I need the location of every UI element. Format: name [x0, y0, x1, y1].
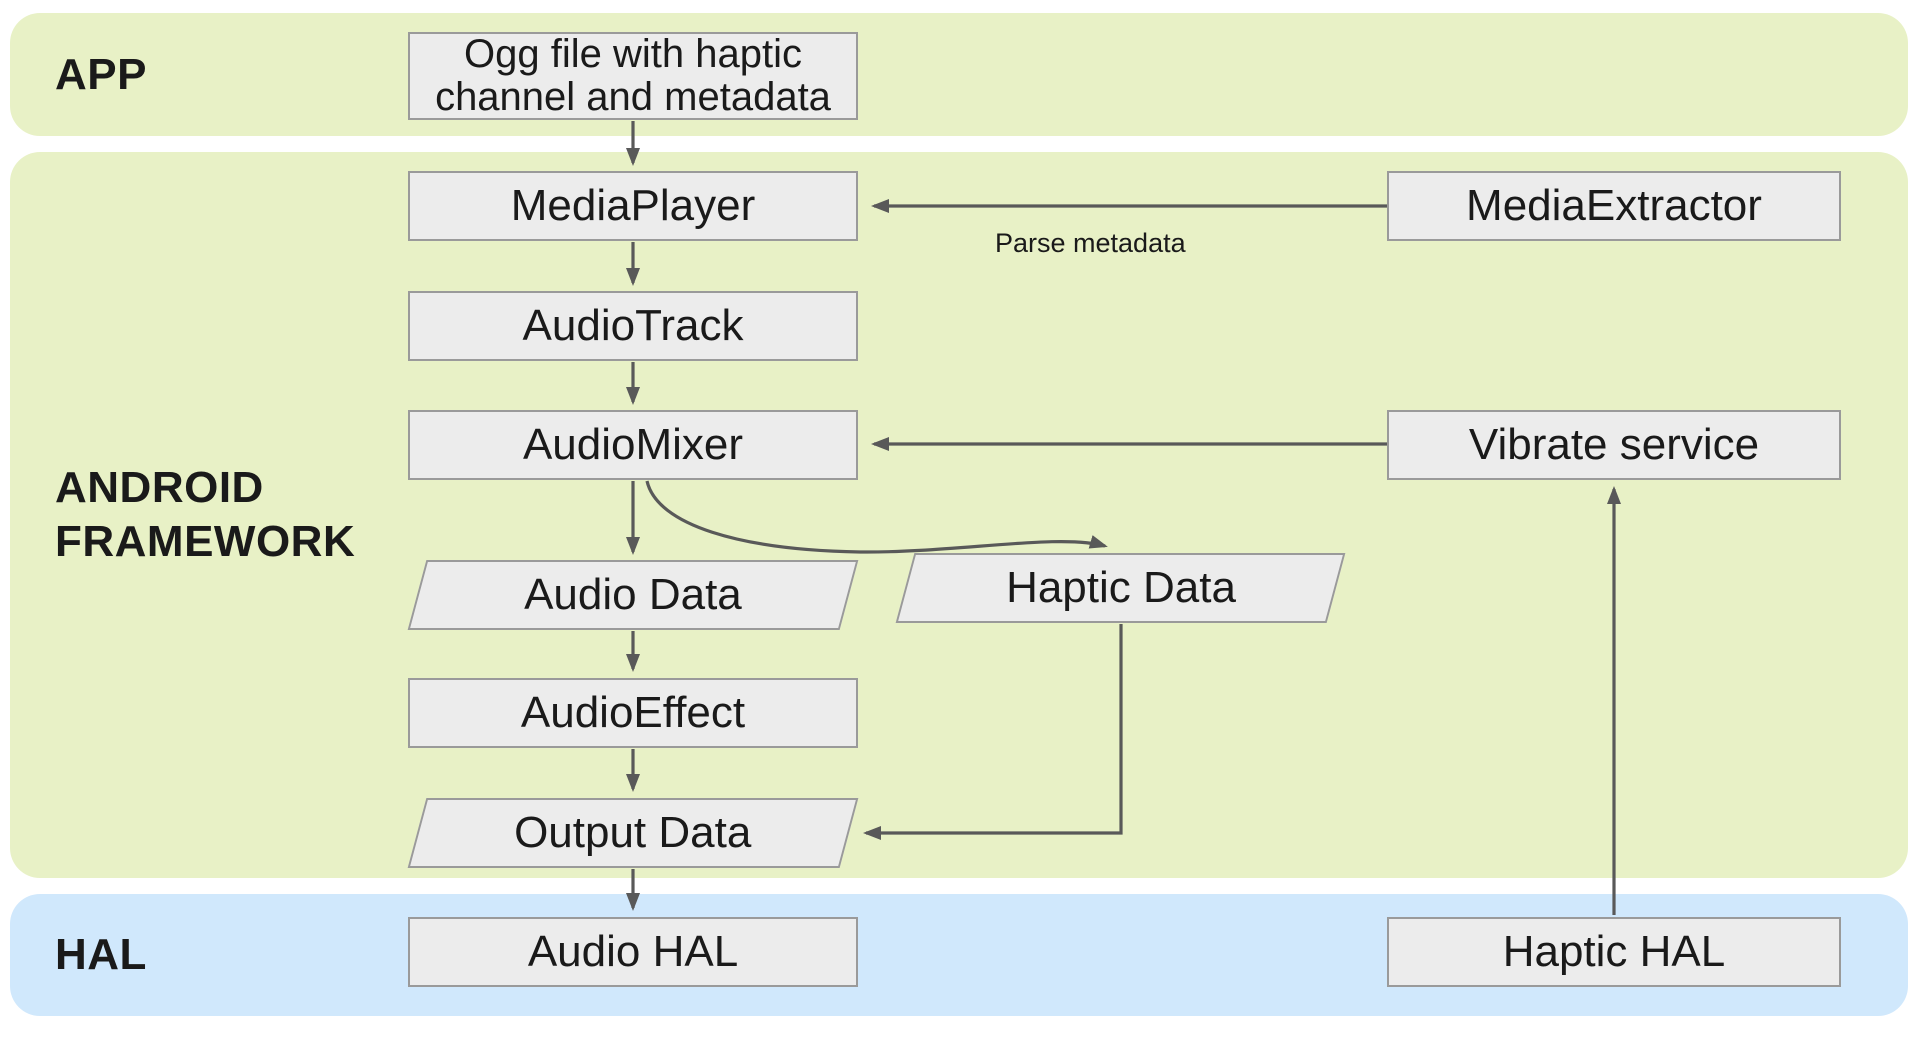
- node-ogg-file: Ogg file with haptic channel and metadat…: [408, 32, 858, 120]
- node-audio-data: Audio Data: [407, 560, 859, 630]
- node-audiomixer-label: AudioMixer: [522, 420, 744, 470]
- node-haptic-data-label: Haptic Data: [1005, 563, 1236, 613]
- band-android-framework: ANDROID FRAMEWORK: [10, 152, 1908, 878]
- node-mediaplayer-label: MediaPlayer: [510, 181, 756, 231]
- node-mediaextractor-label: MediaExtractor: [1466, 181, 1762, 231]
- node-vibrate-service-label: Vibrate service: [1468, 420, 1760, 470]
- node-audio-hal-label: Audio HAL: [527, 927, 739, 977]
- node-audioeffect-label: AudioEffect: [520, 688, 746, 738]
- band-app: APP: [10, 13, 1908, 136]
- node-audiotrack: AudioTrack: [408, 291, 858, 361]
- band-hal-label: HAL: [55, 930, 147, 980]
- node-audio-hal: Audio HAL: [408, 917, 858, 987]
- node-audioeffect: AudioEffect: [408, 678, 858, 748]
- node-ogg-file-label: Ogg file with haptic channel and metadat…: [435, 31, 831, 119]
- node-mediaextractor: MediaExtractor: [1387, 171, 1841, 241]
- node-haptic-data: Haptic Data: [895, 553, 1346, 623]
- node-haptic-hal: Haptic HAL: [1387, 917, 1841, 987]
- node-haptic-hal-label: Haptic HAL: [1502, 927, 1726, 977]
- node-audiomixer: AudioMixer: [408, 410, 858, 480]
- node-vibrate-service: Vibrate service: [1387, 410, 1841, 480]
- node-output-data: Output Data: [407, 798, 859, 868]
- node-mediaplayer: MediaPlayer: [408, 171, 858, 241]
- node-audio-data-label: Audio Data: [524, 570, 742, 620]
- band-app-label: APP: [55, 49, 147, 99]
- edge-label-parse-metadata: Parse metadata: [995, 228, 1186, 258]
- node-audiotrack-label: AudioTrack: [522, 301, 744, 351]
- node-output-data-label: Output Data: [514, 808, 752, 858]
- band-android-framework-label: ANDROID FRAMEWORK: [55, 463, 356, 566]
